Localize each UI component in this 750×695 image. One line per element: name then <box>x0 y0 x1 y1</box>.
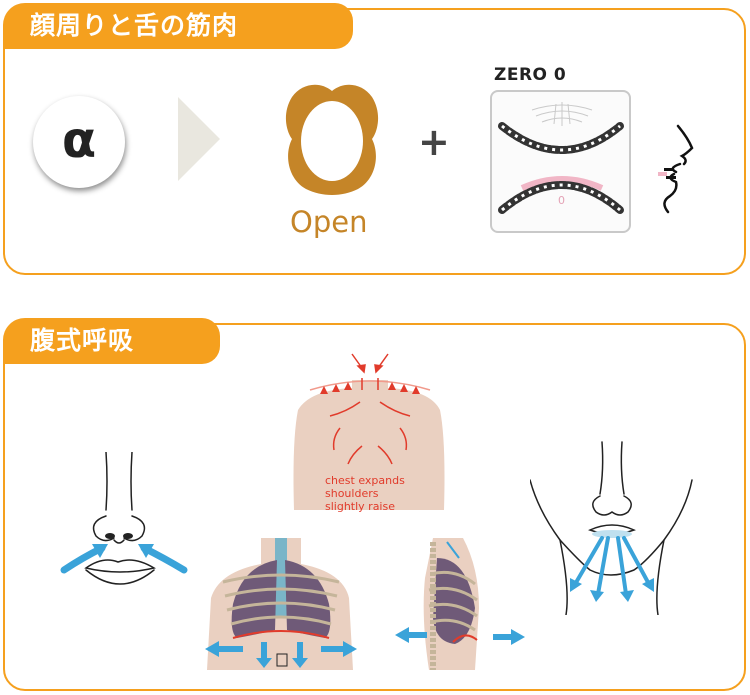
section-title-abdominal-breathing: 腹式呼吸 <box>3 318 220 364</box>
open-label: Open <box>290 205 368 239</box>
nose-inhale-illustration <box>60 452 188 585</box>
face-profile-icon <box>658 124 694 214</box>
chest-note-line-3: slightly raise <box>325 500 395 513</box>
chevron-right-icon <box>178 97 220 181</box>
section-title-face-tongue: 顔周りと舌の筋肉 <box>3 3 353 49</box>
chest-note-line-1: chest expands <box>325 474 405 487</box>
open-mouth-icon <box>285 84 379 195</box>
alpha-badge: α <box>33 96 125 188</box>
teeth-diagram-icon: 0 <box>498 102 624 214</box>
zero-label: ZERO 0 <box>494 65 567 85</box>
mouth-exhale-illustration <box>530 441 693 615</box>
lungs-side-illustration <box>395 538 525 670</box>
plus-sign: + <box>418 120 450 164</box>
lungs-front-illustration <box>205 538 357 670</box>
chest-expands-note: chest expands shoulders slightly raise <box>325 474 405 513</box>
tongue-position-diagram <box>490 90 631 233</box>
zero-sub-label: 0 <box>558 194 565 207</box>
chest-note-line-2: shoulders <box>325 487 379 500</box>
shoulders-illustration <box>293 353 445 510</box>
